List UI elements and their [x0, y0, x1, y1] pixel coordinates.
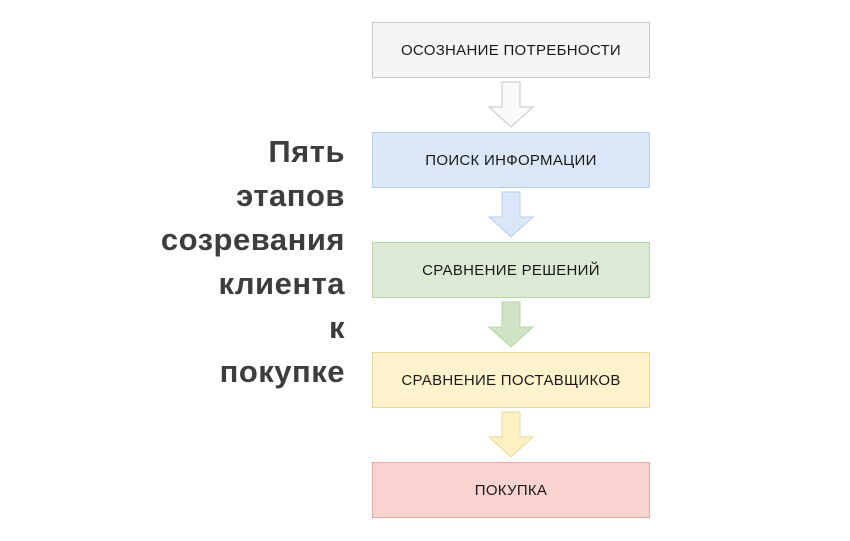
flow-step-label: СРАВНЕНИЕ РЕШЕНИЙ: [422, 261, 600, 279]
title-line-2: этапов: [236, 178, 345, 213]
arrow-search-to-solutions: [372, 188, 650, 242]
diagram-title: Пять этапов созревания клиента к покупке: [40, 130, 345, 394]
flow-column: ОСОЗНАНИЕ ПОТРЕБНОСТИ ПОИСК ИНФОРМАЦИИ С…: [372, 22, 650, 518]
title-line-4: клиента: [218, 266, 345, 301]
flow-step-need-recognition: ОСОЗНАНИЕ ПОТРЕБНОСТИ: [372, 22, 650, 78]
down-arrow-icon: [487, 191, 535, 238]
flow-step-solutions-comparison: СРАВНЕНИЕ РЕШЕНИЙ: [372, 242, 650, 298]
flow-step-label: ПОИСК ИНФОРМАЦИИ: [425, 151, 597, 169]
arrow-solutions-to-suppliers: [372, 298, 650, 352]
title-line-3: созревания: [160, 222, 345, 257]
arrow-need-to-search: [372, 78, 650, 132]
title-line-6: покупке: [219, 354, 345, 389]
flow-step-purchase: ПОКУПКА: [372, 462, 650, 518]
title-line-1: Пять: [268, 134, 345, 169]
down-arrow-icon: [487, 301, 535, 348]
flow-step-label: ПОКУПКА: [474, 481, 548, 499]
title-line-5: к: [328, 310, 345, 345]
flow-step-label: ОСОЗНАНИЕ ПОТРЕБНОСТИ: [400, 41, 622, 59]
flow-step-label: СРАВНЕНИЕ ПОСТАВЩИКОВ: [401, 371, 621, 389]
down-arrow-icon: [487, 81, 535, 128]
flow-step-information-search: ПОИСК ИНФОРМАЦИИ: [372, 132, 650, 188]
flow-step-suppliers-comparison: СРАВНЕНИЕ ПОСТАВЩИКОВ: [372, 352, 650, 408]
arrow-suppliers-to-purchase: [372, 408, 650, 462]
down-arrow-icon: [487, 411, 535, 458]
